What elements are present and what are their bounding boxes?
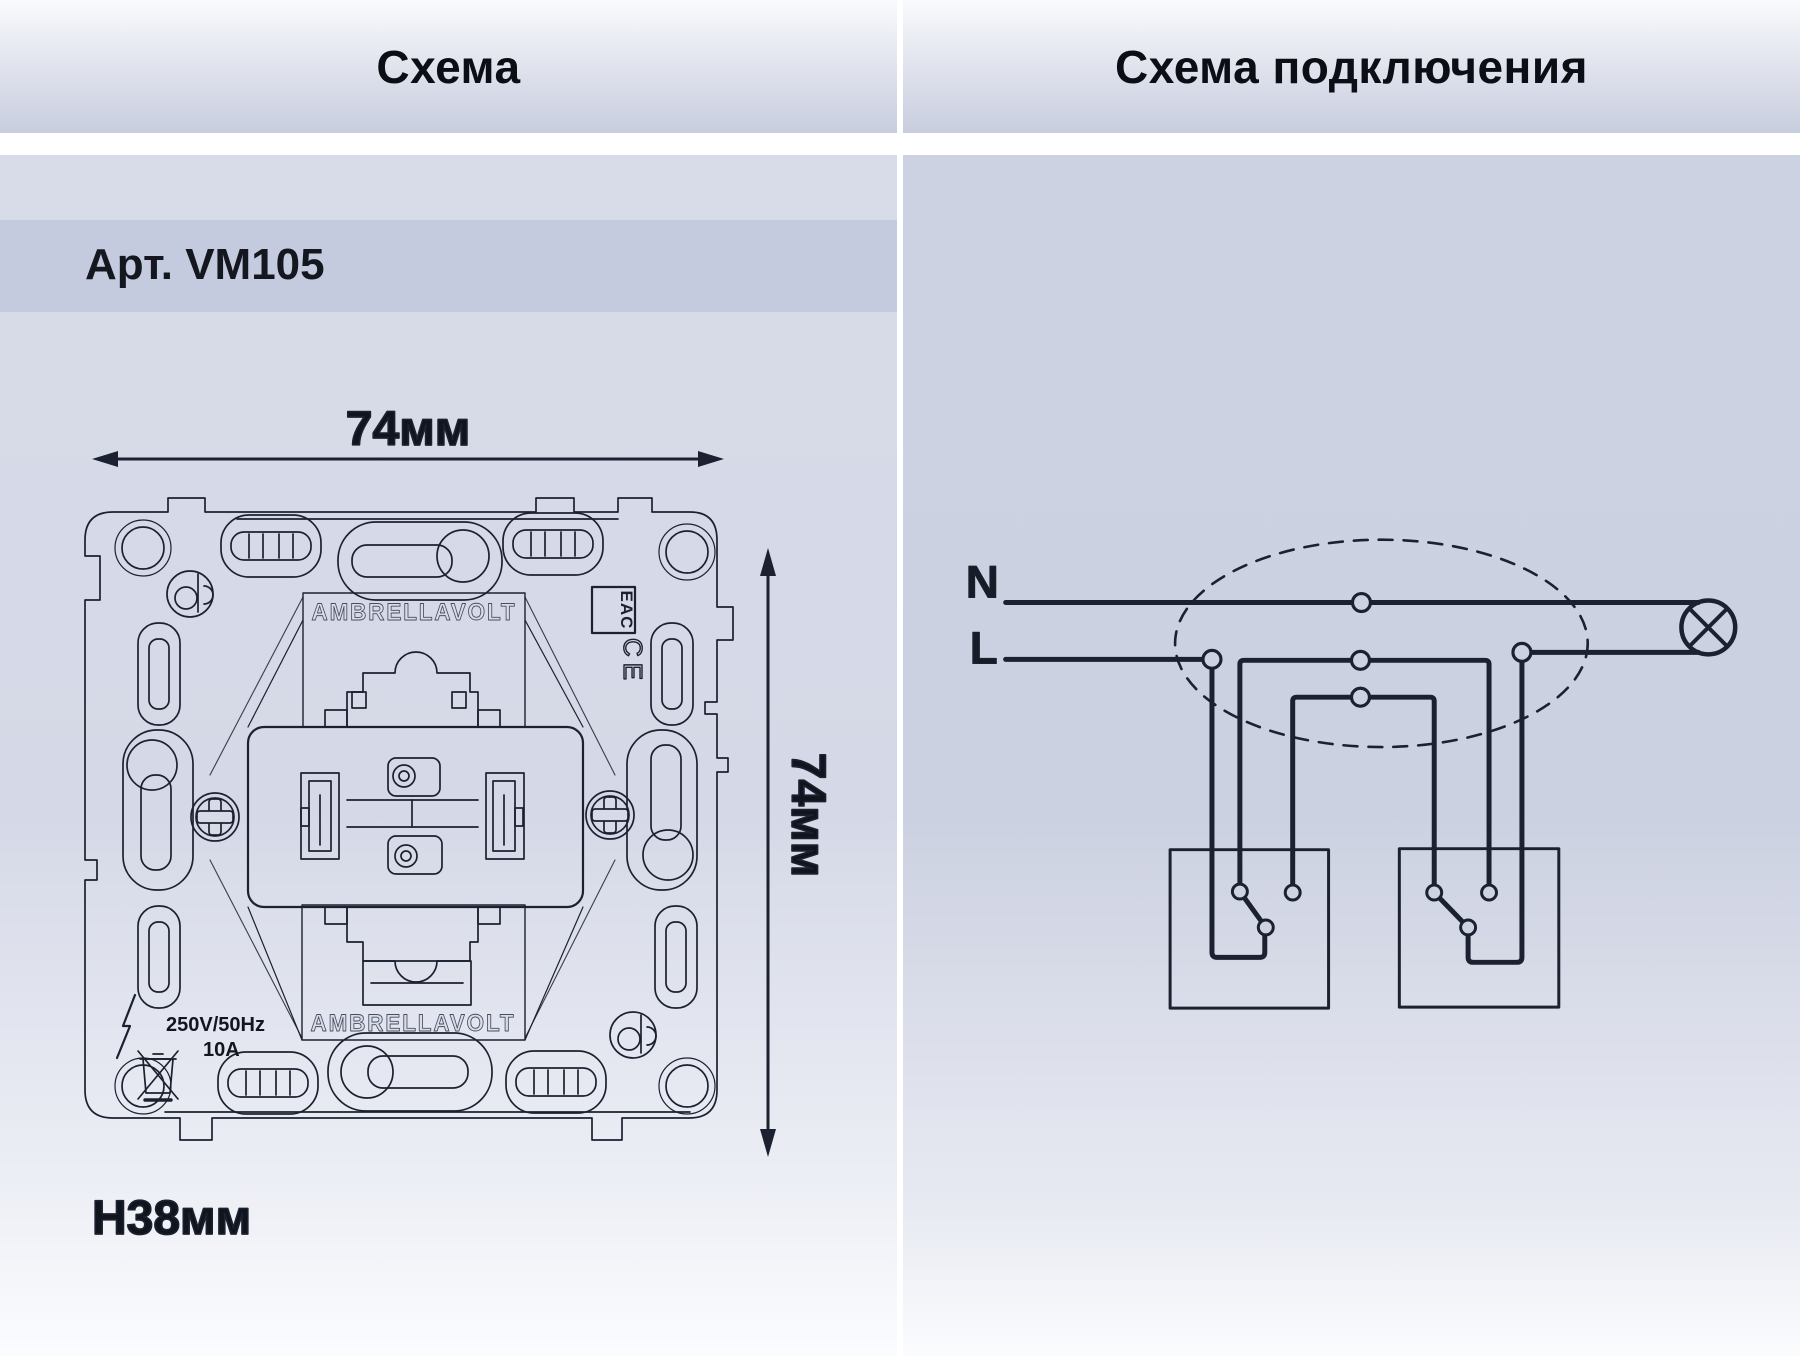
left-slots (122, 622, 194, 1009)
rating-voltage-text: 250V/50Hz (166, 1014, 265, 1036)
logo-bottom-right (609, 1011, 657, 1059)
height-arrow-top-head (760, 548, 776, 576)
mounting-plate-outline (84, 497, 734, 1141)
panel-dimensions: Арт. VM105 74мм 74мм H (0, 155, 897, 1356)
switch-body (246, 651, 585, 1006)
article-band: Арт. VM105 (0, 220, 897, 312)
switch2-common-to-lamp (1465, 658, 1525, 965)
height-dimension: 74мм (760, 548, 835, 1157)
rating-markings: 250V/50Hz 10A (115, 993, 265, 1102)
brand-text-top: AMBRELLAVOLT (312, 599, 517, 626)
wiring-diagram: N L (965, 538, 1738, 1010)
panel-wiring: N L (903, 155, 1800, 1356)
switch-box-1 (1168, 848, 1331, 1010)
header-wiring: Схема подключения (903, 0, 1800, 133)
neutral-wire-label: N (966, 557, 999, 608)
ce-mark-text: CE (618, 638, 648, 686)
brand-text-bottom: AMBRELLAVOLT (311, 1010, 516, 1037)
right-fixing-screw (585, 790, 635, 840)
header-scheme: Схема (0, 0, 897, 133)
height-dimension-label: 74мм (781, 753, 834, 877)
height-arrow-bottom-head (760, 1129, 776, 1157)
lamp-icon (1679, 598, 1738, 657)
rating-current-text: 10A (203, 1039, 240, 1061)
width-dimension: 74мм (92, 402, 724, 467)
header-scheme-title: Схема (376, 40, 521, 93)
line-wire-label: L (970, 622, 998, 673)
depth-label: H38мм (92, 1192, 251, 1245)
eac-mark: EAC (590, 585, 637, 635)
eac-mark-text: EAC (617, 591, 636, 630)
logo-top-left (166, 570, 214, 618)
left-fixing-screw (190, 792, 240, 842)
switch-contacts (1230, 882, 1499, 937)
junction-terminals (1201, 591, 1533, 708)
line-to-switch1-common (1209, 665, 1268, 960)
right-slots (626, 622, 698, 1009)
header-wiring-title: Схема подключения (1115, 40, 1588, 93)
traveler-wire-2 (1290, 694, 1437, 889)
switch-box-2 (1397, 847, 1561, 1009)
weee-bin-icon (137, 1050, 179, 1102)
width-arrow-left-head (92, 451, 118, 467)
header-separator (0, 133, 1800, 155)
width-arrow-right-head (698, 451, 724, 467)
bottom-slots (217, 1032, 607, 1115)
switch-mechanism-drawing: 74мм 74мм H38мм (84, 402, 835, 1246)
width-dimension-label: 74мм (346, 403, 470, 456)
junction-box-ellipse (1173, 538, 1590, 749)
label-plates (209, 592, 616, 1041)
top-slots (220, 512, 604, 601)
article-number: Арт. VM105 (85, 240, 325, 289)
panel-divider (897, 155, 903, 1356)
lightning-icon (115, 993, 137, 1060)
